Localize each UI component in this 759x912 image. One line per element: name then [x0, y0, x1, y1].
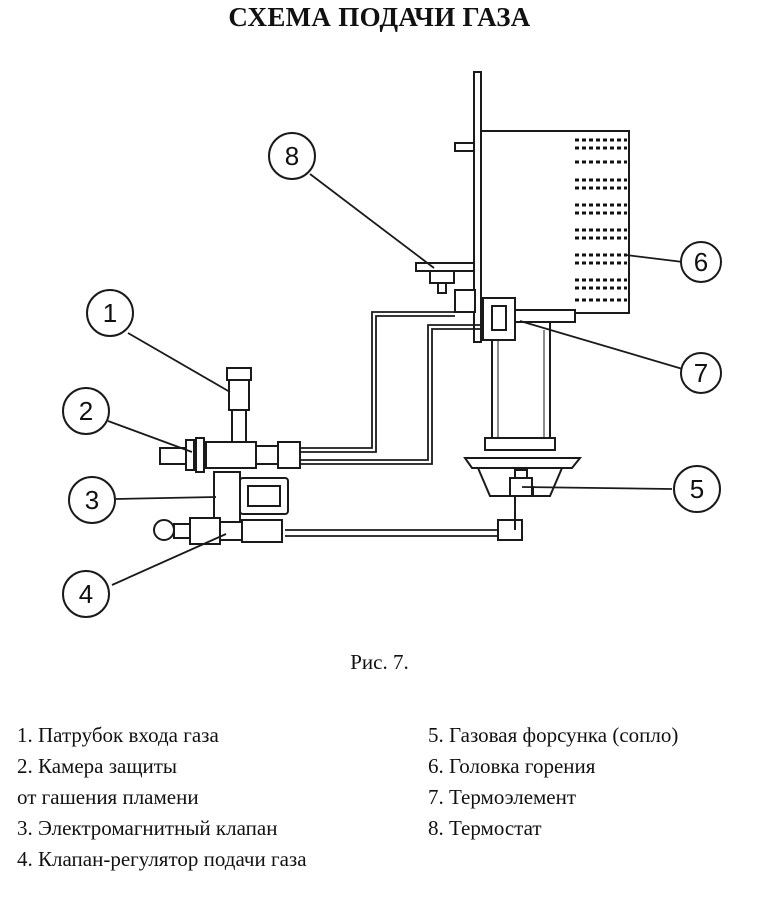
flame-protection-chamber [159, 437, 301, 473]
svg-text:7: 7 [694, 358, 708, 388]
gas-nozzle [509, 469, 533, 497]
legend-item: 5. Газовая форсунка (сопло) [428, 723, 679, 747]
legend-item: 8. Термостат [428, 816, 542, 840]
legend-left: 1. Патрубок входа газа 2. Камера защиты … [17, 720, 307, 875]
pilot-assembly [454, 289, 576, 341]
callout-5: 5 [673, 465, 721, 513]
callout-7: 7 [680, 352, 722, 394]
legend-right: 5. Газовая форсунка (сопло) 6. Головка г… [428, 720, 678, 844]
svg-text:5: 5 [690, 474, 704, 504]
svg-text:6: 6 [694, 247, 708, 277]
gas-tubes [285, 311, 500, 537]
thermostat [415, 262, 475, 294]
legend-item: 3. Электромагнитный клапан [17, 816, 278, 840]
gas-inlet-fitting [226, 367, 252, 451]
page-title: СХЕМА ПОДАЧИ ГАЗА [228, 2, 531, 32]
callout-8: 8 [268, 132, 316, 180]
callout-4: 4 [62, 570, 110, 618]
legend-item: 4. Клапан-регулятор подачи газа [17, 847, 307, 871]
svg-text:4: 4 [79, 579, 93, 609]
solenoid-valve [213, 471, 289, 523]
legend-item: 6. Головка горения [428, 754, 596, 778]
callout-6: 6 [680, 241, 722, 283]
burner-tube [463, 321, 583, 497]
figure-caption: Рис. 7. [350, 650, 409, 674]
leader-lines [107, 173, 687, 586]
legend-item: 7. Термоэлемент [428, 785, 577, 809]
legend-item: 1. Патрубок входа газа [17, 723, 219, 747]
callout-2: 2 [62, 387, 110, 435]
svg-text:8: 8 [285, 141, 299, 171]
callout-3: 3 [68, 476, 116, 524]
legend-item: 2. Камера защиты [17, 754, 178, 778]
callout-1: 1 [86, 289, 134, 337]
svg-text:1: 1 [103, 298, 117, 328]
burner-head [480, 130, 630, 314]
gas-supply-diagram: 1 2 3 4 5 6 7 8 [62, 71, 722, 618]
svg-text:2: 2 [79, 396, 93, 426]
svg-text:3: 3 [85, 485, 99, 515]
legend-item: от гашения пламени [17, 785, 199, 809]
